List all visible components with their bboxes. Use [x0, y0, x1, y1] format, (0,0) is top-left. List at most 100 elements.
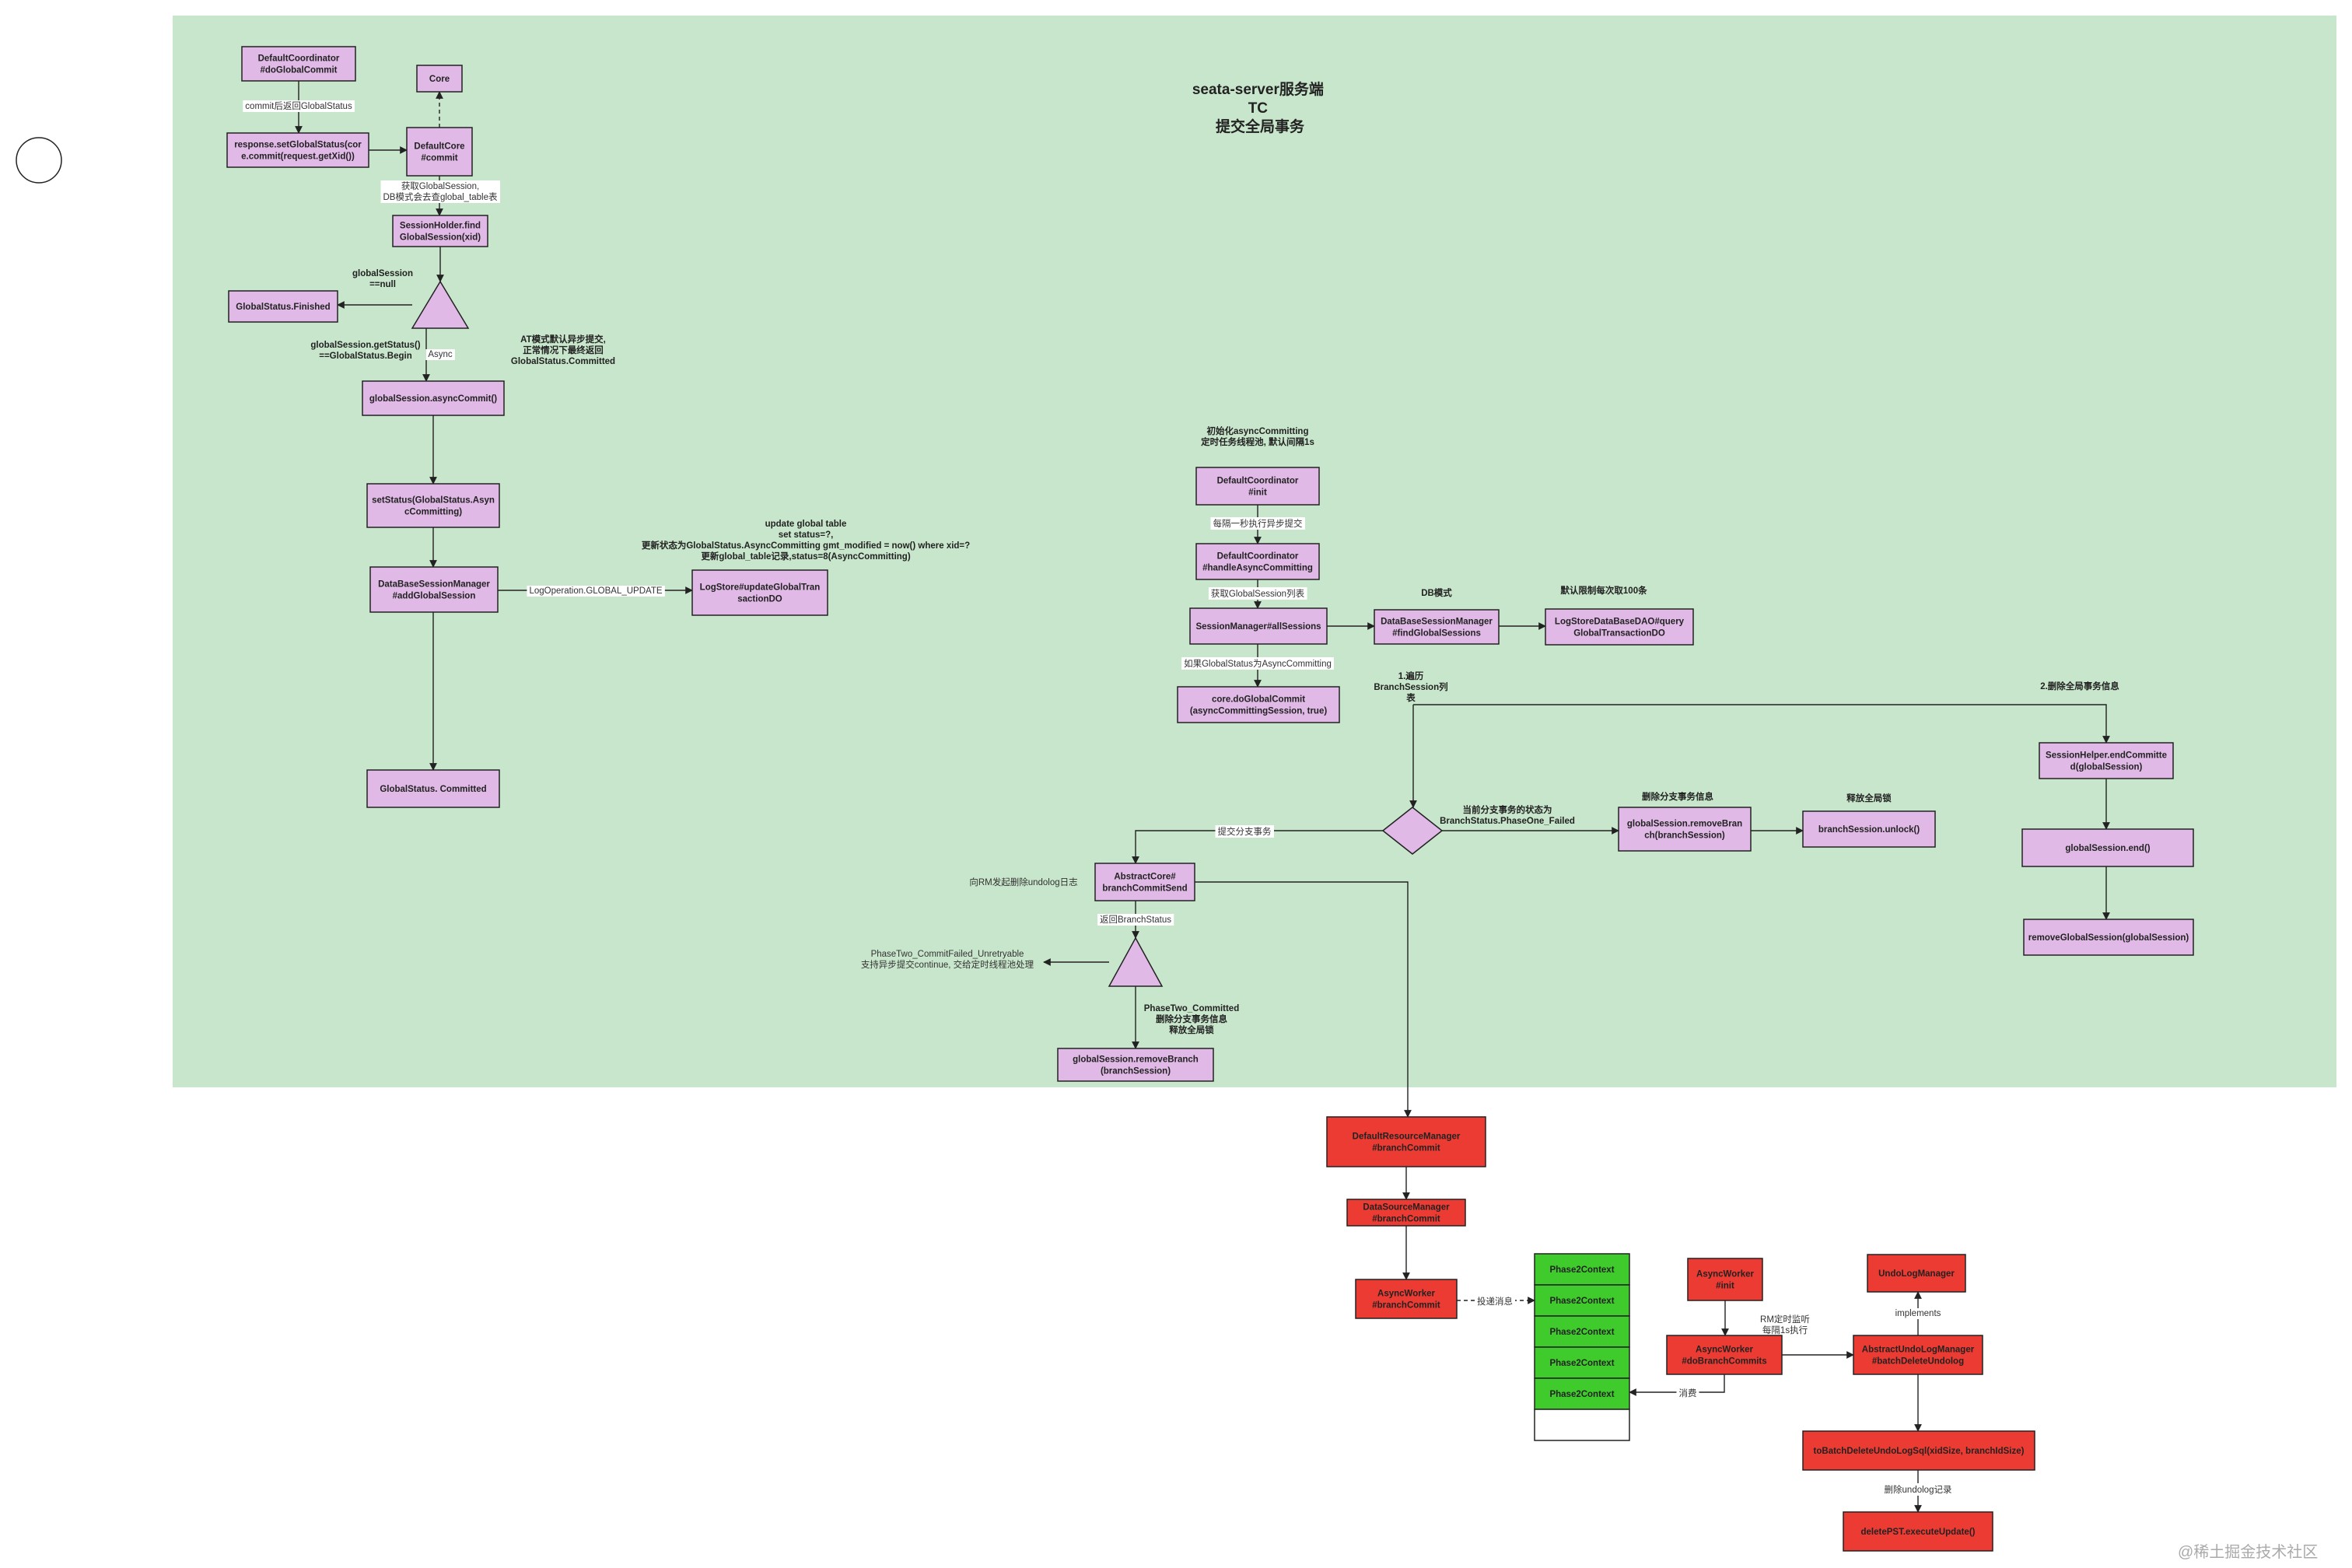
node-box	[1853, 1335, 1983, 1375]
a-db-mode-label: DB模式	[1421, 587, 1452, 598]
node-box	[1374, 609, 1500, 645]
phase2-context-item: Phase2Context	[1534, 1346, 1630, 1379]
n-tri2-node	[1108, 936, 1164, 987]
node-box	[366, 769, 500, 808]
n-removeBranch2-node: globalSession.removeBranch(branchSession…	[1057, 1048, 1214, 1082]
label-bg	[1475, 1295, 1515, 1307]
n-deletePST-node: deletePST.executeUpdate()	[1843, 1511, 1993, 1552]
node-box	[1346, 1199, 1466, 1227]
node-label: branchSession.unlock()	[1818, 825, 1920, 835]
label-bg	[1097, 914, 1174, 926]
node-label: toBatchDeleteUndoLogSql(xidSize, branchI…	[1814, 1447, 2025, 1456]
node-label: AsyncWorker#branchCommit	[1372, 1290, 1440, 1311]
n-allSessions-node: SessionManager#allSessions	[1189, 607, 1328, 645]
node-label: globalSession.end()	[2065, 844, 2150, 853]
phase2-context-item: Phase2Context	[1534, 1284, 1630, 1317]
svg-text:返回BranchStatus: 返回BranchStatus	[1100, 915, 1171, 925]
node-box	[392, 215, 488, 247]
e-deliver-label: 投递消息	[1475, 1295, 1515, 1307]
n-asyncCommit-node: globalSession.asyncCommit()	[362, 380, 505, 416]
n-removeGlobal-node: removeGlobalSession(globalSession)	[2023, 919, 2194, 956]
svg-text:Phase2Context: Phase2Context	[1549, 1390, 1614, 1399]
node-label: GlobalStatus.Finished	[236, 303, 330, 312]
n-asyncWorkerDo-node: AsyncWorker#doBranchCommits	[1666, 1335, 1783, 1375]
n-init-node: DefaultCoordinator#init	[1195, 467, 1320, 506]
node-box	[1355, 1279, 1458, 1319]
n-doGlobalCommit2-node: core.doGlobalCommit(asyncCommittingSessi…	[1177, 686, 1340, 723]
node-label: DefaultCoordinator#init	[1217, 477, 1299, 498]
node-box	[2021, 828, 2194, 867]
node-box	[2039, 742, 2174, 779]
n-toBatch-node: toBatchDeleteUndoLogSql(xidSize, branchI…	[1802, 1430, 2035, 1471]
svg-text:PhaseTwo_CommitFailed_Unretrya: PhaseTwo_CommitFailed_Unretryable支持异步提交c…	[861, 950, 1034, 970]
svg-text:删除分支事务信息: 删除分支事务信息	[1642, 791, 1713, 802]
n-tri1-node	[411, 280, 470, 329]
node-box	[2023, 919, 2194, 956]
svg-text:消费: 消费	[1679, 1388, 1697, 1398]
n-abstractUndo-node: AbstractUndoLogManager#batchDeleteUndolo…	[1853, 1335, 1983, 1375]
a-global-null-label: globalSession==null	[352, 269, 413, 289]
svg-text:Phase2Context: Phase2Context	[1549, 1297, 1614, 1306]
svg-text:commit后返回GlobalStatus: commit后返回GlobalStatus	[245, 101, 352, 111]
node-box	[691, 569, 828, 616]
node-box	[1545, 608, 1694, 646]
node-label: DefaultCore#commit	[414, 142, 464, 163]
node-label: DataSourceManager#branchCommit	[1363, 1203, 1450, 1224]
node-box	[366, 483, 500, 528]
svg-text:implements: implements	[1895, 1309, 1941, 1318]
node-label: AsyncWorker#init	[1696, 1270, 1754, 1291]
n-drm-node: DefaultResourceManager#branchCommit	[1326, 1116, 1486, 1167]
node-label: DefaultCoordinator#handleAsyncCommitting	[1202, 552, 1313, 573]
svg-text:RM定时监听每隔1s执行: RM定时监听每隔1s执行	[1760, 1314, 1810, 1335]
edge-arrow	[1132, 830, 1383, 864]
a-rm-undo-label: 向RM发起删除undolog日志	[969, 877, 1077, 887]
e-commit-branch-label: 提交分支事务	[1215, 825, 1274, 838]
circle-shape	[16, 137, 62, 184]
node-label: DataBaseSessionManager#addGlobalSession	[378, 580, 490, 601]
svg-text:每隔一秒执行异步提交: 每隔一秒执行异步提交	[1213, 518, 1303, 529]
node-box	[369, 566, 499, 613]
a-getstatus-label: globalSession.getStatus()==GlobalStatus.…	[310, 341, 420, 361]
n-undoMgr-node: UndoLogManager	[1867, 1254, 1966, 1293]
label-bg	[527, 586, 665, 597]
e-return-status-label: 返回BranchStatus	[1097, 914, 1174, 926]
label-bg	[1881, 1483, 1955, 1496]
node-box	[1666, 1335, 1783, 1375]
svg-text:获取GlobalSession列表: 获取GlobalSession列表	[1211, 588, 1305, 599]
n-doGlobalCommit-node: DefaultCoordinator#doGlobalCommit	[241, 46, 356, 82]
node-box	[1326, 1116, 1486, 1167]
e-every-sec-label: 每隔一秒执行异步提交	[1210, 517, 1305, 530]
e-commit-status-label: commit后返回GlobalStatus	[243, 100, 355, 112]
node-label: AsyncWorker#doBranchCommits	[1682, 1346, 1766, 1367]
svg-text:2.删除全局事务信息: 2.删除全局事务信息	[2040, 681, 2119, 691]
n-dsm-node: DataSourceManager#branchCommit	[1346, 1199, 1466, 1227]
e-consume-label: 消费	[1676, 1387, 1699, 1399]
watermark: @稀土掘金技术社区	[2178, 1543, 2318, 1561]
n-asyncWorkerInit-node: AsyncWorker#init	[1687, 1258, 1763, 1301]
svg-text:DB模式: DB模式	[1421, 587, 1452, 598]
n-diamond-node	[1381, 807, 1444, 855]
node-box	[226, 132, 369, 168]
node-box	[1195, 543, 1320, 580]
label-bg	[425, 349, 455, 360]
svg-text:删除undolog记录: 删除undolog记录	[1885, 1484, 1952, 1495]
node-box	[1094, 863, 1195, 901]
label-bg	[1181, 657, 1334, 670]
phase2-empty-slot	[1534, 1409, 1630, 1441]
label-bg	[1892, 1308, 1944, 1319]
e-if-async-label: 如果GlobalStatus为AsyncCommitting	[1181, 657, 1334, 670]
node-label: DefaultResourceManager#branchCommit	[1353, 1132, 1461, 1153]
e-implements-label: implements	[1892, 1308, 1944, 1319]
n-dbAdd-node: DataBaseSessionManager#addGlobalSession	[369, 566, 499, 613]
